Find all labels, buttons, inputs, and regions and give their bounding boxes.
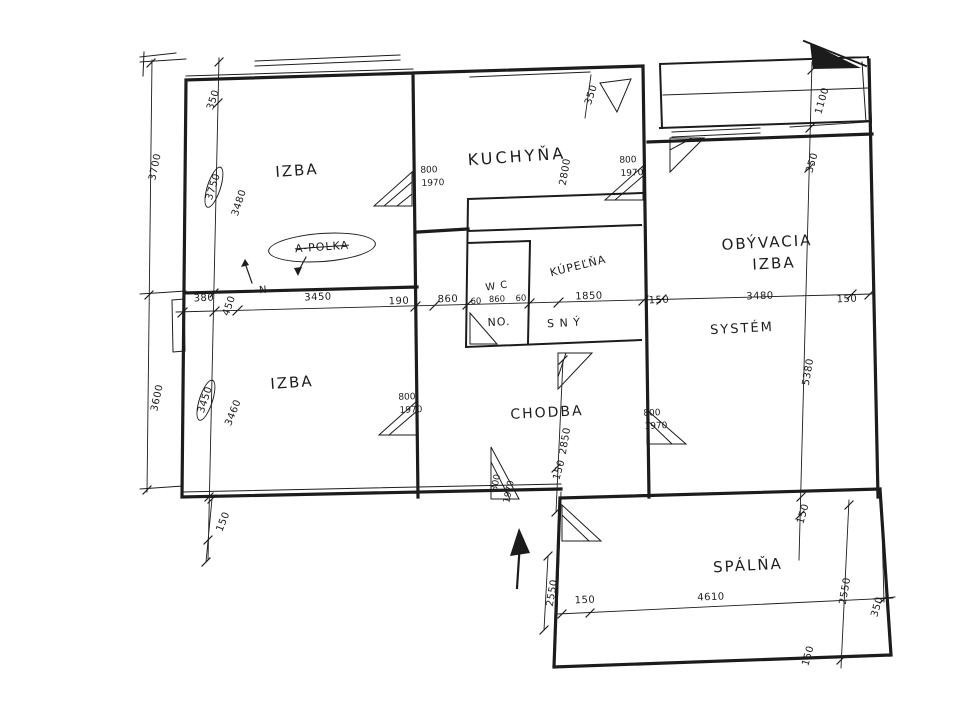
north-arrow-head [510,528,530,556]
dim-3450-mid: 3450 [304,291,332,304]
note-nosny-part1: NO. [487,314,511,330]
door-dim-1970-kuchyna: 1970 [620,168,644,179]
dim-150-mid-b: 150 [836,293,858,306]
dim-4610: 4610 [697,591,725,604]
room-label-chodba: CHODBA [509,403,585,423]
door-dim-800-obyvacia: 800 [643,408,661,419]
dim-860-wc: 860 [488,294,506,306]
door-dim-800-kuchyna: 800 [619,155,637,166]
door-dim-1970-izba2: 1970 [399,405,423,416]
door-dim-800-izba2: 800 [398,392,416,403]
walls-partition [464,55,873,349]
door-dim-1970-obyvacia: 1970 [644,421,668,432]
dim-1850: 1850 [575,290,603,303]
note-nosny-part2: S N Ý [546,315,582,331]
dim-190: 190 [388,295,410,308]
north-small-arrow-head [241,259,249,267]
door-dim-1970-izba1: 1970 [421,178,445,189]
dim-60-wc-right: 60 [515,293,527,304]
windows-thin-lines [139,51,889,623]
dim-860: 860 [437,293,459,306]
north-small-arrow [244,262,253,284]
room-label-izba-2: IZBA [269,372,315,393]
dim-3480-mid: 3480 [746,290,774,303]
dim-150-bottom: 150 [574,594,596,607]
scribble-arrow-head [294,267,302,276]
door-dim-800-izba1: 800 [420,165,438,176]
north-letter: N [258,284,268,297]
door-symbols [372,78,706,542]
scribble-text: A-POLKA [294,238,350,256]
room-label-spalna: SPÁLŇA [712,554,784,577]
dim-150-mid-a: 150 [648,294,670,307]
room-label-obyvacia-line2: IZBA [751,253,797,274]
scan-corner-hatch [810,43,861,69]
dimension-ticks [142,57,889,665]
room-label-izba-1: IZBA [274,160,320,181]
dim-60-wc-left: 60 [470,296,482,307]
note-system: SYSTÉM [709,319,775,339]
dimension-lines [139,57,896,669]
dim-380: 380 [193,292,215,305]
